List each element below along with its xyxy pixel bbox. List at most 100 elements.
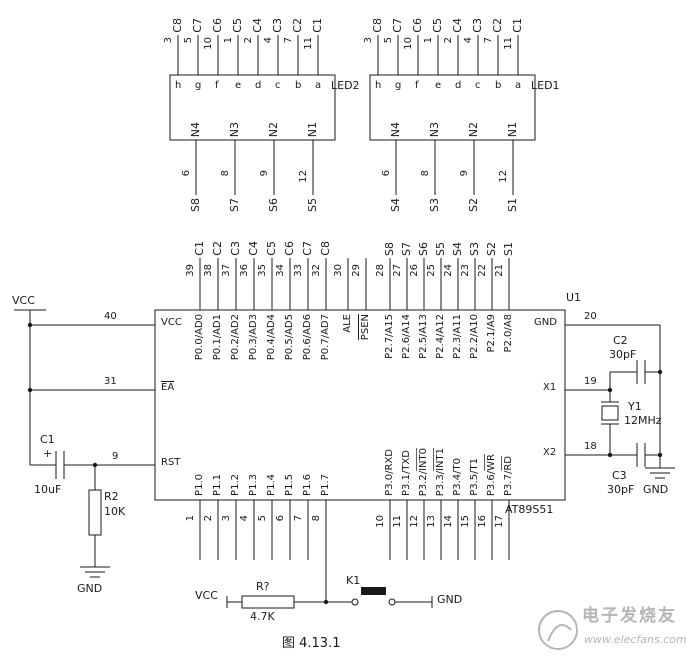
digit-pin-label: N1 (306, 121, 319, 137)
ic-pin-label: P2.5/A13 (418, 314, 429, 359)
k1-ref-label: K1 (346, 574, 361, 587)
pin-number: 10 (203, 37, 214, 50)
k1-switch-symbol[interactable] (351, 587, 396, 606)
pin-number: 26 (409, 264, 420, 277)
pin-number-19: 19 (584, 376, 597, 387)
net-label: S7 (400, 242, 413, 256)
net-label: C3 (471, 18, 484, 33)
y1-crystal-symbol (601, 401, 619, 425)
pin-number: 2 (243, 37, 254, 44)
ic-pin-label: P0.1/AD1 (212, 314, 223, 361)
net-label: C1 (193, 241, 206, 256)
net-label: S8 (189, 198, 202, 212)
pin-number: 1 (223, 37, 234, 44)
pin-number: 1 (185, 515, 196, 522)
pin-number: 6 (181, 170, 192, 177)
segment-pin-label: a (515, 80, 522, 91)
ic-pin-gnd-label: GND (534, 317, 557, 328)
ic-pin-x2-label: X2 (543, 447, 557, 458)
pin-number: 12 (498, 170, 509, 183)
ic-pin-label: P3.0/RXD (384, 449, 395, 496)
led2-ref-label: LED2 (331, 79, 360, 92)
key-circuit-wires (226, 500, 433, 608)
digit-pin-label: N3 (428, 121, 441, 137)
pin-number: 17 (494, 515, 505, 528)
pin-number: 10 (403, 37, 414, 50)
ic-pin-label: P3.6/WR (486, 453, 497, 496)
net-label: C7 (191, 18, 204, 33)
net-label: S2 (485, 242, 498, 256)
net-label: C8 (171, 18, 184, 33)
net-label: C2 (291, 18, 304, 33)
segment-pin-label: a (315, 80, 322, 91)
ic-pin-label: P2.0/A8 (503, 314, 514, 353)
net-label: S8 (383, 242, 396, 256)
segment-pin-label: b (495, 80, 502, 91)
ic-ctrl-wires (347, 258, 367, 310)
net-label: C1 (511, 18, 524, 33)
pin-number: 38 (203, 264, 214, 277)
c3-ref-label: C3 (612, 469, 627, 482)
c2-capacitor-symbol (636, 360, 646, 384)
gnd-label-bottom: GND (437, 593, 463, 606)
net-label: C6 (283, 241, 296, 256)
c3-capacitor-symbol (636, 443, 646, 467)
pin-number: 37 (221, 264, 232, 277)
pin-number: 13 (426, 515, 437, 528)
pin-number: 10 (375, 515, 386, 528)
net-label: C5 (231, 18, 244, 33)
pin-number: 2 (443, 37, 454, 44)
net-label: C7 (391, 18, 404, 33)
pin-number: 5 (183, 37, 194, 44)
segment-pin-label: d (455, 80, 462, 91)
segment-pin-label: g (395, 80, 402, 91)
pin-number-31: 31 (104, 376, 117, 387)
c2-ref-label: C2 (613, 334, 628, 347)
ic-pin-label: P0.4/AD4 (266, 314, 277, 361)
net-label: S5 (434, 242, 447, 256)
gnd-symbol-right (645, 467, 675, 479)
pin-number: 3 (221, 515, 232, 522)
net-label: C3 (271, 18, 284, 33)
pin-number: 3 (363, 37, 374, 44)
pin-number: 4 (239, 515, 250, 522)
digit-pin-label: N1 (506, 121, 519, 137)
r2-value-label: 10K (104, 505, 126, 518)
ic-pin-label: P1.5 (284, 474, 295, 496)
watermark-logo-icon (538, 610, 578, 650)
u1-part-label: AT89S51 (505, 503, 554, 516)
pin-number: 33 (293, 264, 304, 277)
segment-pin-label: f (215, 80, 219, 91)
pin-number-40: 40 (104, 311, 117, 322)
pin-number: 1 (423, 37, 434, 44)
segment-pin-label: g (195, 80, 202, 91)
pin-number: 30 (333, 264, 344, 277)
r3-ref-label: R? (256, 580, 270, 593)
pin-number: 25 (426, 264, 437, 277)
r2-ref-label: R2 (104, 490, 119, 503)
ic-pin-label: P0.0/AD0 (194, 314, 205, 361)
figure-caption: 图 4.13.1 (282, 636, 341, 651)
pin-number: 7 (283, 37, 294, 44)
pin-number: 5 (383, 37, 394, 44)
ic-pin-label: P3.3/INT1 (435, 447, 446, 496)
pin-number: 35 (257, 264, 268, 277)
ic-pin-label: ALE (342, 314, 353, 333)
pin-number: 8 (311, 515, 322, 522)
net-label: S1 (502, 242, 515, 256)
net-label: C6 (211, 18, 224, 33)
ic-pin-label: P3.1/TXD (401, 450, 412, 496)
pin-number: 7 (293, 515, 304, 522)
net-label: S4 (451, 242, 464, 256)
ic-pin-label: P2.2/A10 (469, 314, 480, 359)
ic-pin-label: P0.7/AD7 (320, 314, 331, 361)
segment-pin-label: h (375, 80, 382, 91)
pin-number-20: 20 (584, 311, 597, 322)
pin-number: 15 (460, 515, 471, 528)
led2-digit-wires (195, 140, 314, 195)
osc-circuit-wires (565, 324, 661, 468)
ic-pin-label: P3.5/T1 (469, 458, 480, 496)
ic-pin-vcc-label: VCC (161, 317, 182, 328)
ic-pin-label: P1.2 (230, 474, 241, 496)
